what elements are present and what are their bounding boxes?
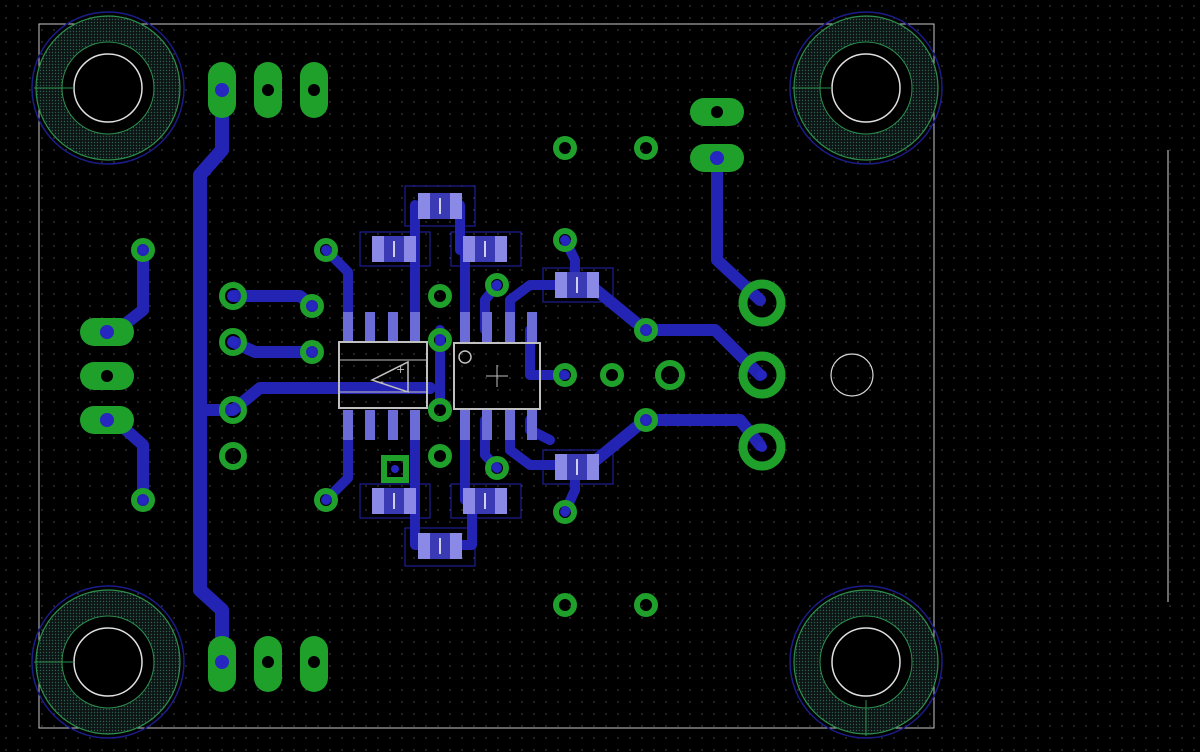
mount-top-left[interactable] [31,11,185,165]
smd-resistors[interactable] [359,185,614,567]
resistor-r7 [450,483,522,519]
vias[interactable] [131,136,685,617]
right-terminal[interactable] [738,279,874,471]
left-connector[interactable] [80,318,134,434]
ic-right-soic[interactable] [453,312,541,440]
mount-bottom-left[interactable] [31,585,185,739]
resistor-r8 [404,527,476,567]
mount-top-right[interactable] [789,11,943,165]
resistor-r3 [450,231,522,267]
top-right-connector[interactable] [690,98,744,172]
top-header[interactable] [208,62,328,118]
resistor-r6 [359,483,431,519]
svg-text:+: + [396,363,405,376]
resistor-r1 [404,185,476,227]
mount-bottom-right[interactable] [789,585,943,739]
svg-text:-: - [380,375,384,388]
resistor-r2 [359,231,431,267]
resistor-r4 [542,267,614,303]
resistor-r5 [542,449,614,485]
bottom-header[interactable] [208,636,328,692]
ic-left-opamp[interactable]: + - [338,312,428,440]
board-outline [38,23,935,729]
